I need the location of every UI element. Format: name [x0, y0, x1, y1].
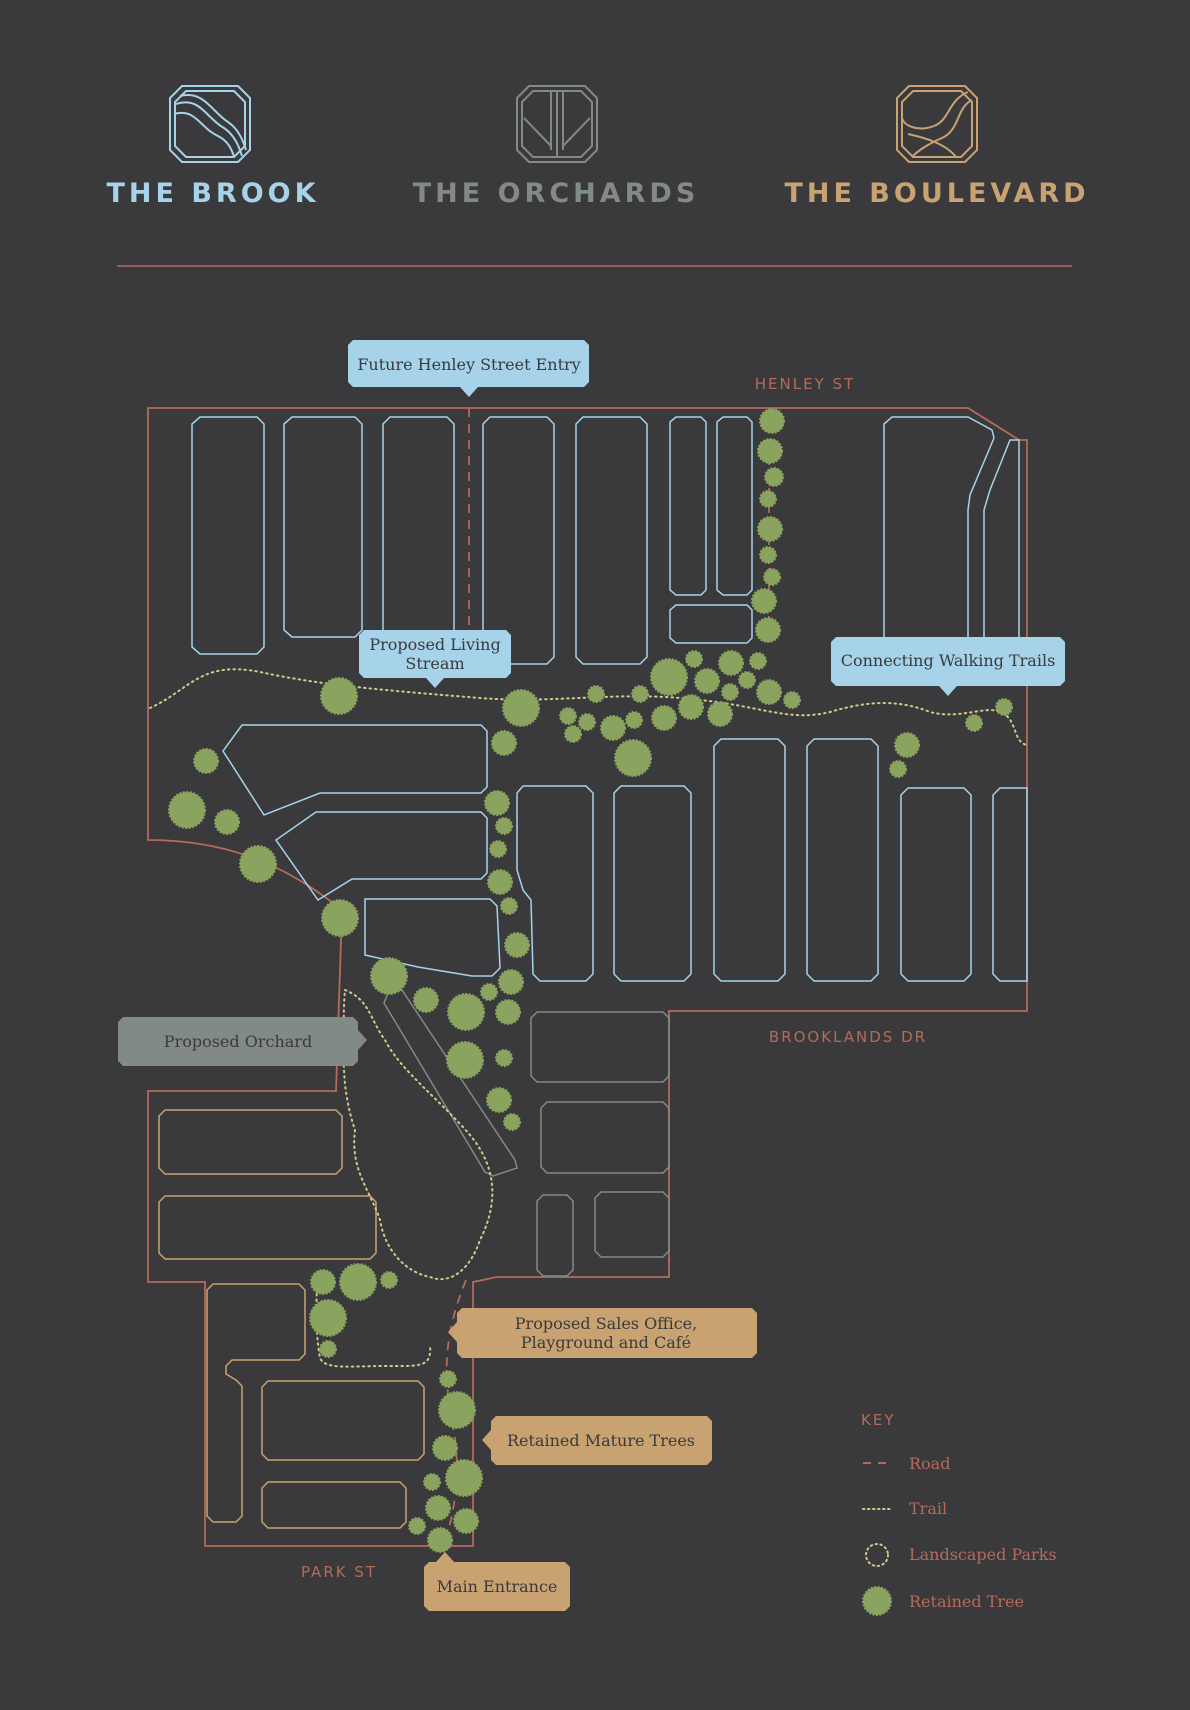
key-item-parks: Landscaped Parks — [865, 1543, 1057, 1567]
callout-henley-entry-text: Future Henley Street Entry — [357, 355, 580, 374]
callout-walking-trails-text: Connecting Walking Trails — [841, 651, 1056, 670]
street-henley: HENLEY ST — [755, 375, 855, 393]
callout-main-entrance-text: Main Entrance — [437, 1577, 558, 1596]
key-item-road: Road — [863, 1454, 950, 1473]
callout-retained-trees-text: Retained Mature Trees — [507, 1431, 695, 1450]
callout-living-stream-line1: Proposed Living — [369, 635, 500, 654]
callout-living-stream-line2: Stream — [405, 654, 464, 673]
key-item-trail: Trail — [862, 1499, 947, 1518]
callout-living-stream: Proposed Living Stream — [359, 630, 511, 688]
brand-brook-name: THE BROOK — [106, 178, 319, 209]
callout-sales-office-line2: Playground and Café — [521, 1333, 691, 1352]
tree-circle-icon — [862, 1586, 892, 1616]
key-item-tree: Retained Tree — [862, 1586, 1024, 1616]
key-item-trail-label: Trail — [909, 1499, 947, 1518]
key-item-parks-label: Landscaped Parks — [909, 1545, 1057, 1564]
key-item-tree-label: Retained Tree — [909, 1592, 1024, 1611]
callout-main-entrance: Main Entrance — [424, 1552, 570, 1611]
map-key: KEY Road Trail Landscaped Parks Retained… — [861, 1411, 1057, 1616]
orchards-lots — [383, 989, 670, 1277]
callout-sales-office-line1: Proposed Sales Office, — [515, 1314, 697, 1333]
brook-icon — [169, 85, 251, 163]
boulevard-icon — [896, 85, 978, 163]
boulevard-lots — [158, 1109, 425, 1529]
key-item-road-label: Road — [909, 1454, 950, 1473]
orchards-icon — [516, 85, 598, 163]
brand-orchards-name: THE ORCHARDS — [413, 178, 700, 209]
street-brooklands: BROOKLANDS DR — [769, 1028, 927, 1046]
callout-retained-trees: Retained Mature Trees — [482, 1416, 712, 1465]
callout-walking-trails: Connecting Walking Trails — [831, 637, 1065, 696]
retained-trees — [168, 408, 1013, 1553]
callout-sales-office: Proposed Sales Office, Playground and Ca… — [448, 1308, 757, 1358]
callout-henley-entry: Future Henley Street Entry — [348, 340, 589, 397]
callout-orchard-text: Proposed Orchard — [164, 1032, 312, 1051]
park-circle-icon — [865, 1543, 889, 1567]
key-title: KEY — [861, 1411, 895, 1429]
street-park: PARK ST — [301, 1563, 377, 1581]
brand-boulevard-name: THE BOULEVARD — [784, 178, 1089, 209]
brand-boulevard: THE BOULEVARD — [784, 85, 1089, 209]
callout-orchard: Proposed Orchard — [118, 1017, 367, 1066]
brand-brook: THE BROOK — [106, 85, 319, 209]
brand-orchards: THE ORCHARDS — [413, 85, 700, 209]
